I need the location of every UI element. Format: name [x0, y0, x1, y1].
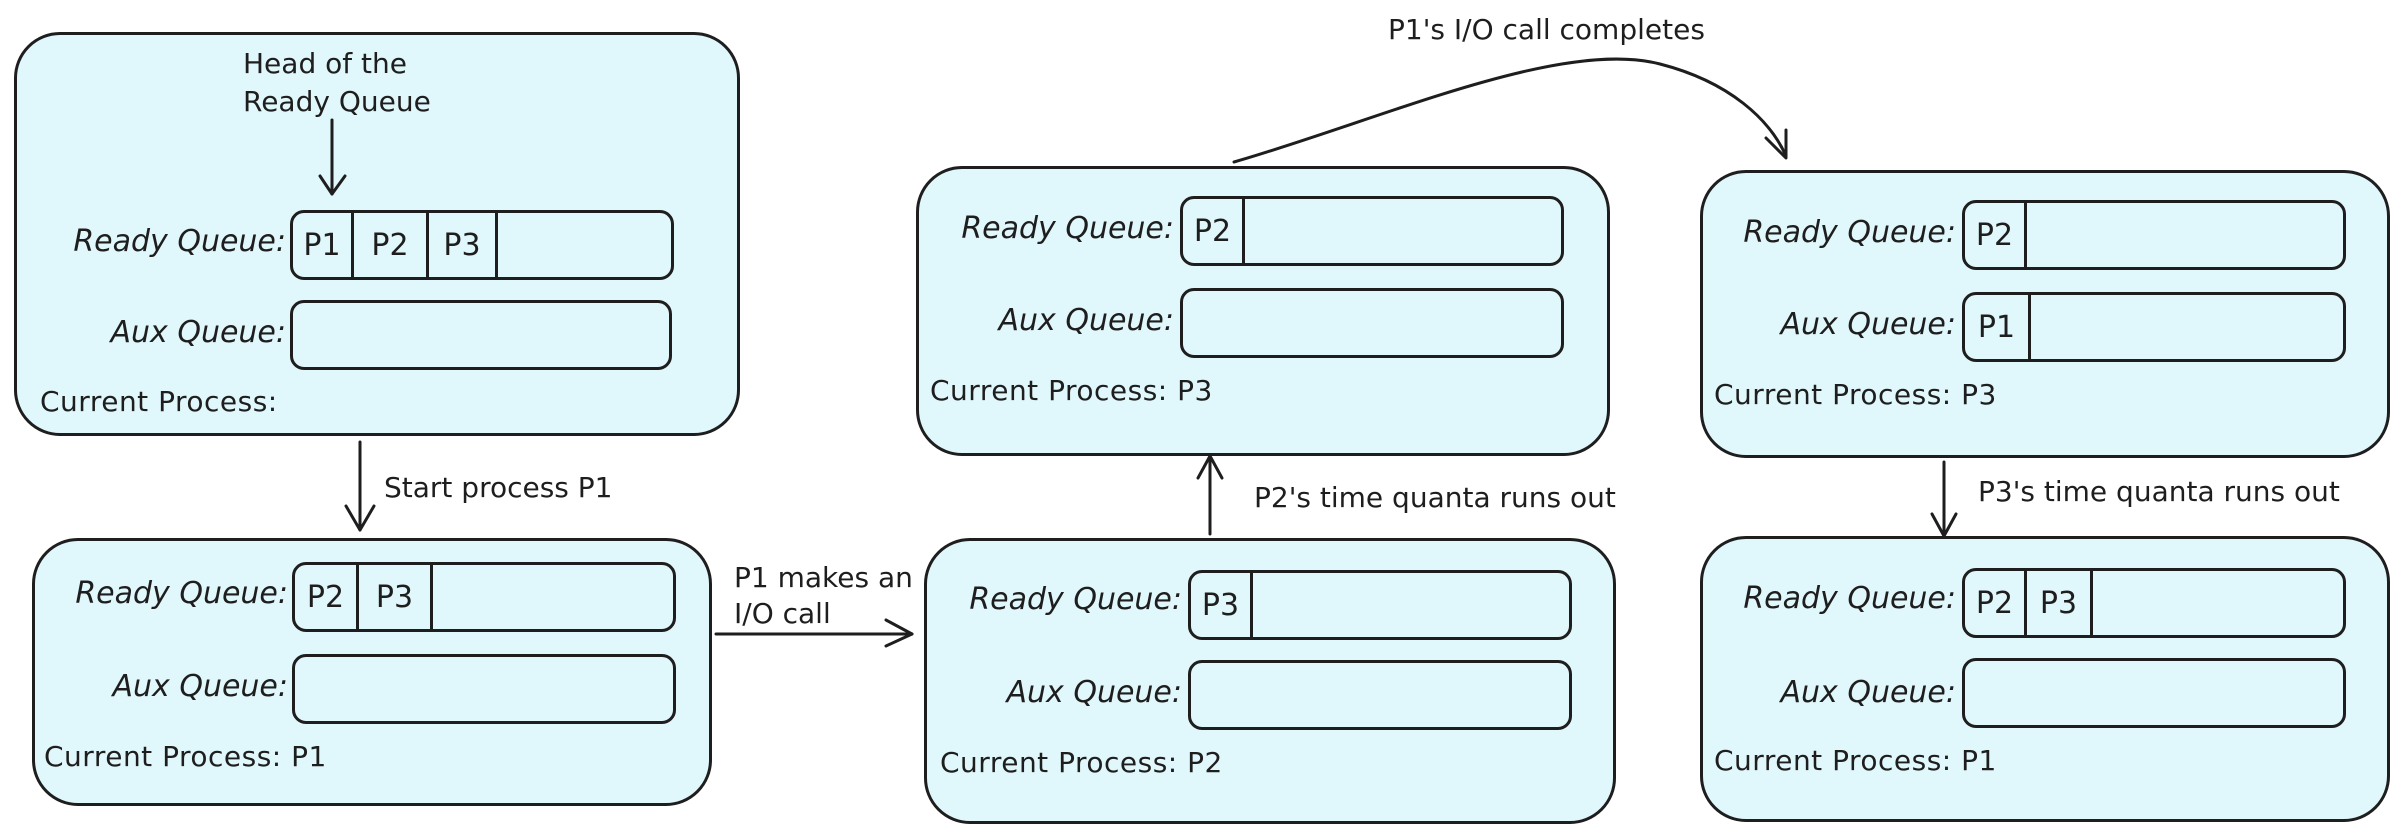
ready-queue-box: P2 P3 [292, 562, 676, 632]
aux-queue-label: Aux Queue: [112, 669, 289, 704]
start-arrowhead [344, 504, 376, 532]
aux-queue-label: Aux Queue: [1006, 675, 1183, 710]
ready-queue-label: Ready Queue: [969, 582, 1182, 617]
p2-quanta-arrowhead [1196, 454, 1224, 480]
ready-queue-label: Ready Queue: [1743, 215, 1956, 250]
io-call-arrowhead [884, 618, 914, 648]
aux-queue-box [1188, 660, 1572, 730]
ready-queue-label: Ready Queue: [961, 211, 1174, 246]
transition-p3-quanta-label: P3's time quanta runs out [1978, 475, 2340, 508]
transition-io-call-label-line1: P1 makes an [734, 561, 913, 594]
ready-queue-box: P1 P2 P3 [290, 210, 674, 280]
ready-queue-box: P3 [1188, 570, 1572, 640]
transition-start-label: Start process P1 [384, 471, 613, 504]
current-process: Current Process: [40, 385, 278, 418]
queue-cell: P3 [429, 213, 498, 277]
ready-queue-box: P2 P3 [1962, 568, 2346, 638]
aux-queue-label: Aux Queue: [1780, 675, 1957, 710]
transition-io-complete-label: P1's I/O call completes [1388, 13, 1705, 46]
p3-quanta-arrowhead [1930, 512, 1958, 538]
ready-queue-label: Ready Queue: [75, 576, 288, 611]
queue-cell: P3 [2027, 571, 2093, 635]
io-complete-arrowhead [1764, 128, 1788, 160]
queue-cell: P3 [1191, 573, 1253, 637]
queue-cell: P1 [1965, 295, 2031, 359]
queue-cell: P2 [354, 213, 429, 277]
transition-p2-quanta-label: P2's time quanta runs out [1254, 481, 1616, 514]
current-process: Current Process: P3 [1714, 378, 1997, 411]
aux-queue-box [290, 300, 672, 370]
queue-cell: P1 [293, 213, 354, 277]
current-process: Current Process: P3 [930, 374, 1213, 407]
queue-cell: P2 [1183, 199, 1245, 263]
head-annotation-line2: Ready Queue [243, 85, 431, 118]
head-annotation-line1: Head of the [243, 47, 407, 80]
ready-queue-box: P2 [1962, 200, 2346, 270]
aux-queue-box [292, 654, 676, 724]
queue-cell: P2 [1965, 571, 2027, 635]
current-process: Current Process: P1 [44, 740, 327, 773]
ready-queue-label: Ready Queue: [1743, 581, 1956, 616]
aux-queue-label: Aux Queue: [110, 315, 287, 350]
transition-io-call-label-line2: I/O call [734, 597, 831, 630]
ready-queue-label: Ready Queue: [73, 224, 286, 259]
aux-queue-box [1962, 658, 2346, 728]
current-process: Current Process: P1 [1714, 744, 1997, 777]
queue-cell: P3 [359, 565, 433, 629]
aux-queue-label: Aux Queue: [998, 303, 1175, 338]
aux-queue-label: Aux Queue: [1780, 307, 1957, 342]
current-process: Current Process: P2 [940, 746, 1223, 779]
aux-queue-box: P1 [1962, 292, 2346, 362]
io-complete-arrow [1232, 57, 1788, 164]
queue-cell: P2 [1965, 203, 2027, 267]
aux-queue-box [1180, 288, 1564, 358]
ready-queue-box: P2 [1180, 196, 1564, 266]
queue-cell: P2 [295, 565, 359, 629]
